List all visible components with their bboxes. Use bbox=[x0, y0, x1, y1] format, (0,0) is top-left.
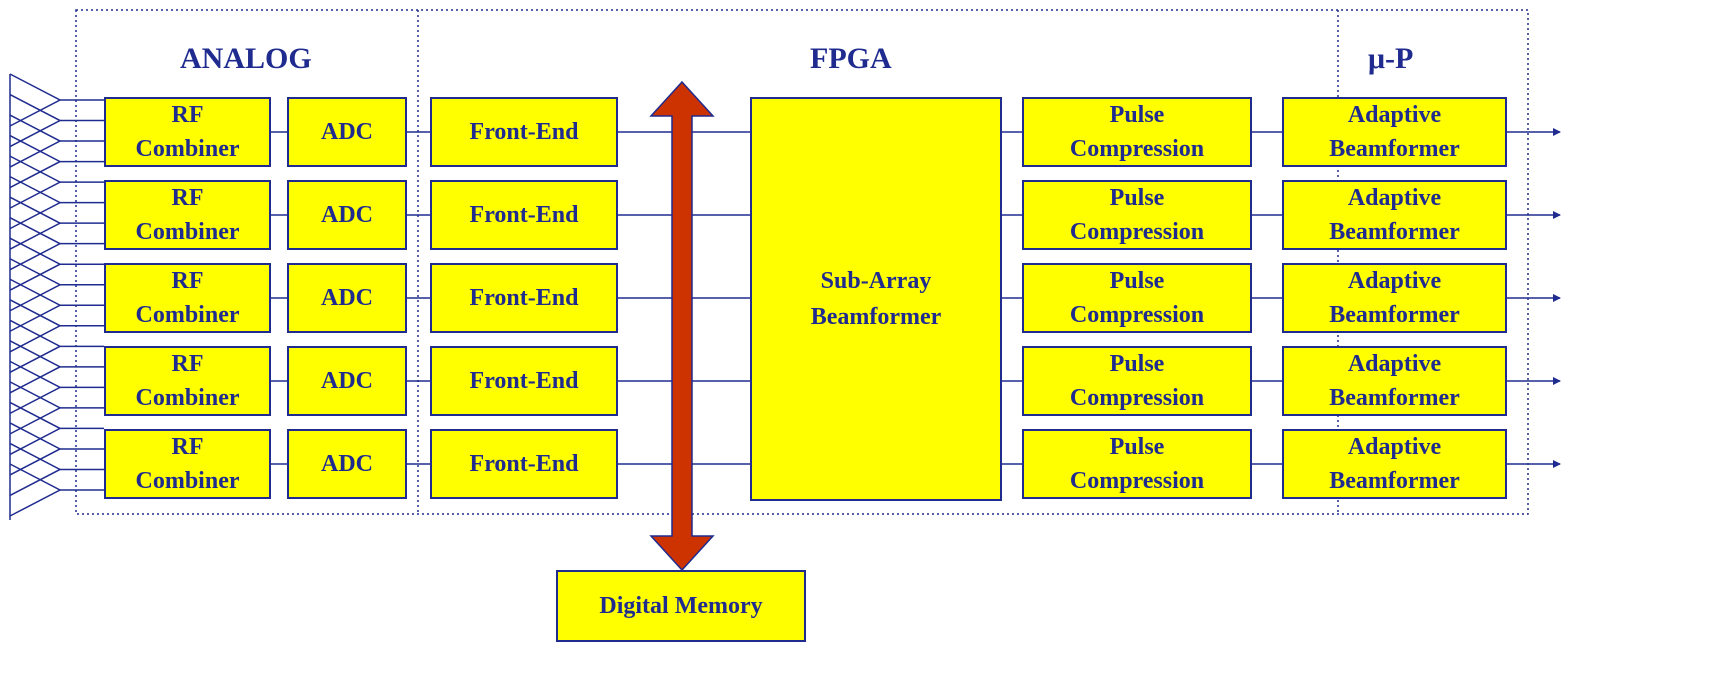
block-label: Pulse bbox=[1109, 351, 1165, 377]
block-label: Pulse bbox=[1109, 185, 1165, 211]
pulse-compression-block: Pulse Compression bbox=[1022, 263, 1252, 333]
block-label: Pulse bbox=[1109, 102, 1165, 128]
rf-combiner-block: RF Combiner bbox=[104, 180, 271, 250]
adaptive-beamformer-block: Adaptive Beamformer bbox=[1282, 346, 1507, 416]
pulse-compression-block: Pulse Compression bbox=[1022, 346, 1252, 416]
rf-combiner-block: RF Combiner bbox=[104, 429, 271, 499]
block-label: Beamformer bbox=[1329, 136, 1460, 162]
block-label: ADC bbox=[321, 202, 373, 228]
pulse-compression-block: Pulse Compression bbox=[1022, 97, 1252, 167]
block-label: Beamformer bbox=[1329, 385, 1460, 411]
block-label: RF bbox=[171, 268, 204, 294]
adc-block: ADC bbox=[287, 346, 407, 416]
section-label-analog: ANALOG bbox=[180, 42, 312, 75]
block-label: RF bbox=[171, 434, 204, 460]
block-label: Front-End bbox=[469, 368, 579, 394]
system-boundary bbox=[75, 9, 1529, 515]
block-label: Compression bbox=[1069, 302, 1205, 328]
digital-memory-block: Digital Memory bbox=[556, 570, 806, 642]
block-label: Combiner bbox=[135, 219, 240, 245]
pulse-compression-block: Pulse Compression bbox=[1022, 180, 1252, 250]
adaptive-beamformer-block: Adaptive Beamformer bbox=[1282, 429, 1507, 499]
front-end-block: Front-End bbox=[430, 97, 618, 167]
antenna-array bbox=[9, 73, 104, 520]
rf-combiner-block: RF Combiner bbox=[104, 97, 271, 167]
rf-combiner-block: RF Combiner bbox=[104, 263, 271, 333]
adaptive-beamformer-block: Adaptive Beamformer bbox=[1282, 97, 1507, 167]
block-label: Beamformer bbox=[1329, 302, 1460, 328]
block-label: Compression bbox=[1069, 468, 1205, 494]
block-label: Front-End bbox=[469, 451, 579, 477]
adc-block: ADC bbox=[287, 263, 407, 333]
block-label: Combiner bbox=[135, 302, 240, 328]
block-label: RF bbox=[171, 351, 204, 377]
block-label: RF bbox=[171, 185, 204, 211]
block-label: Pulse bbox=[1109, 434, 1165, 460]
block-label: Pulse bbox=[1109, 268, 1165, 294]
block-label: Beamformer bbox=[810, 304, 942, 330]
block-label: Compression bbox=[1069, 219, 1205, 245]
block-label: Front-End bbox=[469, 202, 579, 228]
front-end-block: Front-End bbox=[430, 180, 618, 250]
block-label: Sub-Array bbox=[820, 268, 932, 294]
block-label: Adaptive bbox=[1347, 351, 1442, 377]
adc-block: ADC bbox=[287, 180, 407, 250]
adc-block: ADC bbox=[287, 429, 407, 499]
block-label: Adaptive bbox=[1347, 434, 1442, 460]
block-label: ADC bbox=[321, 285, 373, 311]
block-label: Adaptive bbox=[1347, 102, 1442, 128]
block-label: ADC bbox=[321, 119, 373, 145]
sub-array-beamformer-block: Sub-Array Beamformer bbox=[750, 97, 1002, 501]
section-label-fpga: FPGA bbox=[810, 42, 892, 75]
block-label: ADC bbox=[321, 451, 373, 477]
block-label: Adaptive bbox=[1347, 185, 1442, 211]
pulse-compression-block: Pulse Compression bbox=[1022, 429, 1252, 499]
rf-combiner-block: RF Combiner bbox=[104, 346, 271, 416]
block-label: Compression bbox=[1069, 136, 1205, 162]
block-label: Combiner bbox=[135, 136, 240, 162]
adc-block: ADC bbox=[287, 97, 407, 167]
block-label: Beamformer bbox=[1329, 219, 1460, 245]
adaptive-beamformer-block: Adaptive Beamformer bbox=[1282, 263, 1507, 333]
memory-bus-arrow bbox=[649, 80, 715, 572]
block-label: Adaptive bbox=[1347, 268, 1442, 294]
section-label-micro-processor: μ-P bbox=[1368, 42, 1414, 75]
block-label: Beamformer bbox=[1329, 468, 1460, 494]
block-label: ADC bbox=[321, 368, 373, 394]
block-label: RF bbox=[171, 102, 204, 128]
front-end-block: Front-End bbox=[430, 346, 618, 416]
block-label: Digital Memory bbox=[599, 593, 763, 619]
block-label: Combiner bbox=[135, 385, 240, 411]
front-end-block: Front-End bbox=[430, 429, 618, 499]
block-label: Combiner bbox=[135, 468, 240, 494]
front-end-block: Front-End bbox=[430, 263, 618, 333]
adaptive-beamformer-block: Adaptive Beamformer bbox=[1282, 180, 1507, 250]
block-label: Compression bbox=[1069, 385, 1205, 411]
block-label: Front-End bbox=[469, 119, 579, 145]
block-label: Front-End bbox=[469, 285, 579, 311]
